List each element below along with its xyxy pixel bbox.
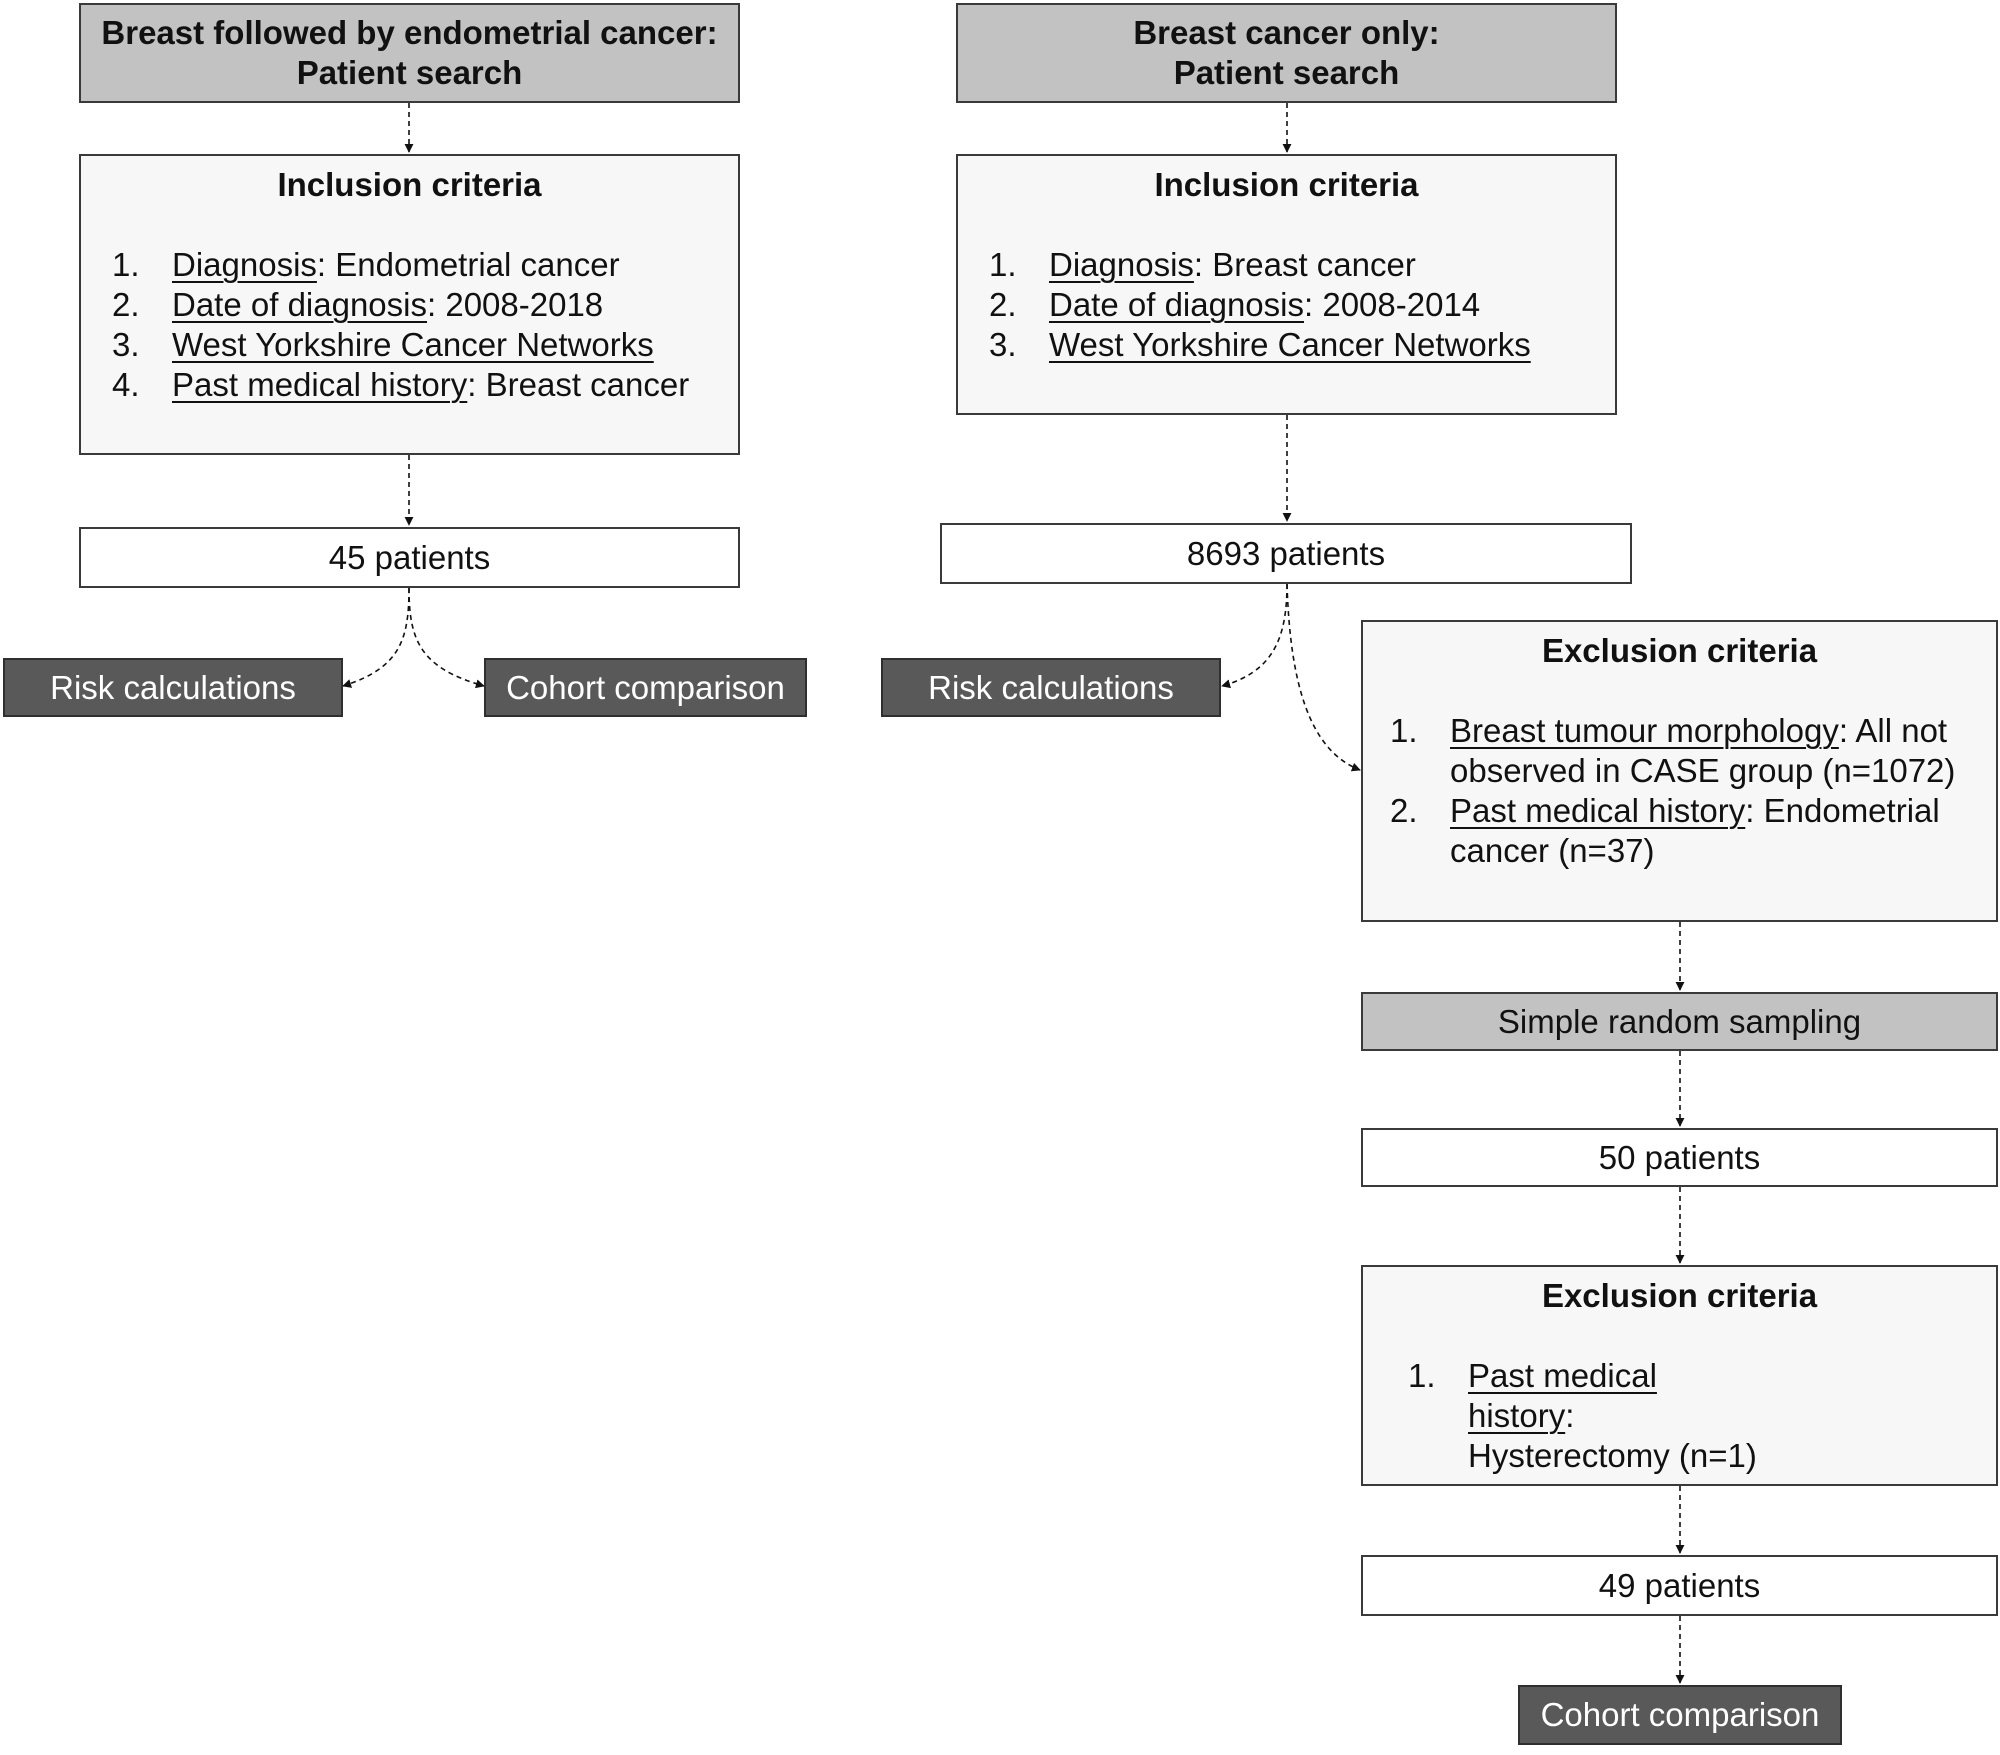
item-value: : Hysterectomy (n=1) xyxy=(1468,1397,1757,1474)
arrow-right-patients-to-risk xyxy=(1221,583,1288,689)
item-key: Past medical history xyxy=(1450,792,1746,829)
left-inclusion-item: 3. West Yorkshire Cancer Networks xyxy=(112,325,689,365)
left-patients-count: 45 patients xyxy=(79,527,740,588)
right-patients-50: 50 patients xyxy=(1361,1128,1998,1187)
left-search-header-line1: Breast followed by endometrial cancer: xyxy=(101,14,718,51)
right-exclusion-box-2: Exclusion criteria 1. Past medical histor… xyxy=(1361,1265,1998,1486)
right-patients-49: 49 patients xyxy=(1361,1555,1998,1616)
item-key: West Yorkshire Cancer Networks xyxy=(172,326,654,363)
item-key: Past medical history xyxy=(172,366,468,403)
arrow-right-patients-to-exclusion xyxy=(1286,583,1361,772)
exclusion-1-item: 1. Breast tumour morphology: All not obse… xyxy=(1390,711,1970,791)
item-key: West Yorkshire Cancer Networks xyxy=(1049,326,1531,363)
exclusion-2-title: Exclusion criteria xyxy=(1541,1277,1818,1314)
right-inclusion-title: Inclusion criteria xyxy=(1154,166,1419,203)
exclusion-1-title: Exclusion criteria xyxy=(1541,632,1818,669)
right-search-header: Breast cancer only: Patient search xyxy=(956,3,1617,103)
right-inclusion-box: Inclusion criteria 1. Diagnosis: Breast c… xyxy=(956,154,1617,415)
item-key: Past medical history xyxy=(1468,1357,1657,1434)
exclusion-2-list: 1. Past medical history: Hysterectomy (n=… xyxy=(1408,1356,1768,1476)
item-number: 2. xyxy=(989,286,1017,323)
item-key: Date of diagnosis xyxy=(172,286,427,323)
item-value: : Breast cancer xyxy=(467,366,690,403)
item-number: 3. xyxy=(989,326,1017,363)
right-cohort-comparison: Cohort comparison xyxy=(1518,1685,1842,1745)
item-number: 2. xyxy=(1390,792,1418,829)
item-number: 1. xyxy=(1408,1357,1436,1394)
exclusion-1-list: 1. Breast tumour morphology: All not obse… xyxy=(1390,711,1970,871)
right-search-header-line1: Breast cancer only: xyxy=(1133,14,1440,51)
right-inclusion-list: 1. Diagnosis: Breast cancer 2. Date of dia… xyxy=(989,245,1531,365)
right-inclusion-item: 3. West Yorkshire Cancer Networks xyxy=(989,325,1531,365)
item-key: Diagnosis xyxy=(172,246,317,283)
item-value: : 2008-2018 xyxy=(427,286,604,323)
right-search-header-line2: Patient search xyxy=(1173,54,1400,91)
item-key: Date of diagnosis xyxy=(1049,286,1304,323)
left-inclusion-list: 1. Diagnosis: Endometrial cancer 2. Date o… xyxy=(112,245,689,405)
right-inclusion-item: 2. Date of diagnosis: 2008-2014 xyxy=(989,285,1531,325)
right-patients-count: 8693 patients xyxy=(940,523,1632,584)
left-inclusion-item: 1. Diagnosis: Endometrial cancer xyxy=(112,245,689,285)
item-value: : Endometrial cancer xyxy=(316,246,620,283)
item-number: 1. xyxy=(1390,712,1418,749)
item-number: 1. xyxy=(989,246,1017,283)
item-number: 2. xyxy=(112,286,140,323)
item-key: Diagnosis xyxy=(1049,246,1194,283)
item-number: 4. xyxy=(112,366,140,403)
item-value: : Breast cancer xyxy=(1193,246,1416,283)
exclusion-2-item: 1. Past medical history: Hysterectomy (n=… xyxy=(1408,1356,1768,1476)
left-search-header-line2: Patient search xyxy=(296,54,523,91)
right-risk-calculations: Risk calculations xyxy=(881,658,1221,717)
left-inclusion-item: 4. Past medical history: Breast cancer xyxy=(112,365,689,405)
arrow-left-patients-to-risk xyxy=(342,587,410,688)
item-number: 3. xyxy=(112,326,140,363)
left-search-header: Breast followed by endometrial cancer: P… xyxy=(79,3,740,103)
simple-random-sampling: Simple random sampling xyxy=(1361,992,1998,1051)
exclusion-1-item: 2. Past medical history: Endometrial canc… xyxy=(1390,791,1970,871)
left-inclusion-title: Inclusion criteria xyxy=(277,166,542,203)
item-number: 1. xyxy=(112,246,140,283)
item-value: : All not observed in CASE group (n=1072… xyxy=(1450,712,1956,789)
arrow-left-patients-to-cohort xyxy=(408,587,485,689)
left-risk-calculations: Risk calculations xyxy=(3,658,343,717)
item-key: Breast tumour morphology xyxy=(1450,712,1839,749)
item-value: : 2008-2014 xyxy=(1304,286,1481,323)
item-value: : Endometrial cancer (n=37) xyxy=(1450,792,1940,869)
left-inclusion-item: 2. Date of diagnosis: 2008-2018 xyxy=(112,285,689,325)
right-inclusion-item: 1. Diagnosis: Breast cancer xyxy=(989,245,1531,285)
left-inclusion-box: Inclusion criteria 1. Diagnosis: Endometr… xyxy=(79,154,740,455)
left-cohort-comparison: Cohort comparison xyxy=(484,658,807,717)
right-exclusion-box-1: Exclusion criteria 1. Breast tumour morph… xyxy=(1361,620,1998,922)
